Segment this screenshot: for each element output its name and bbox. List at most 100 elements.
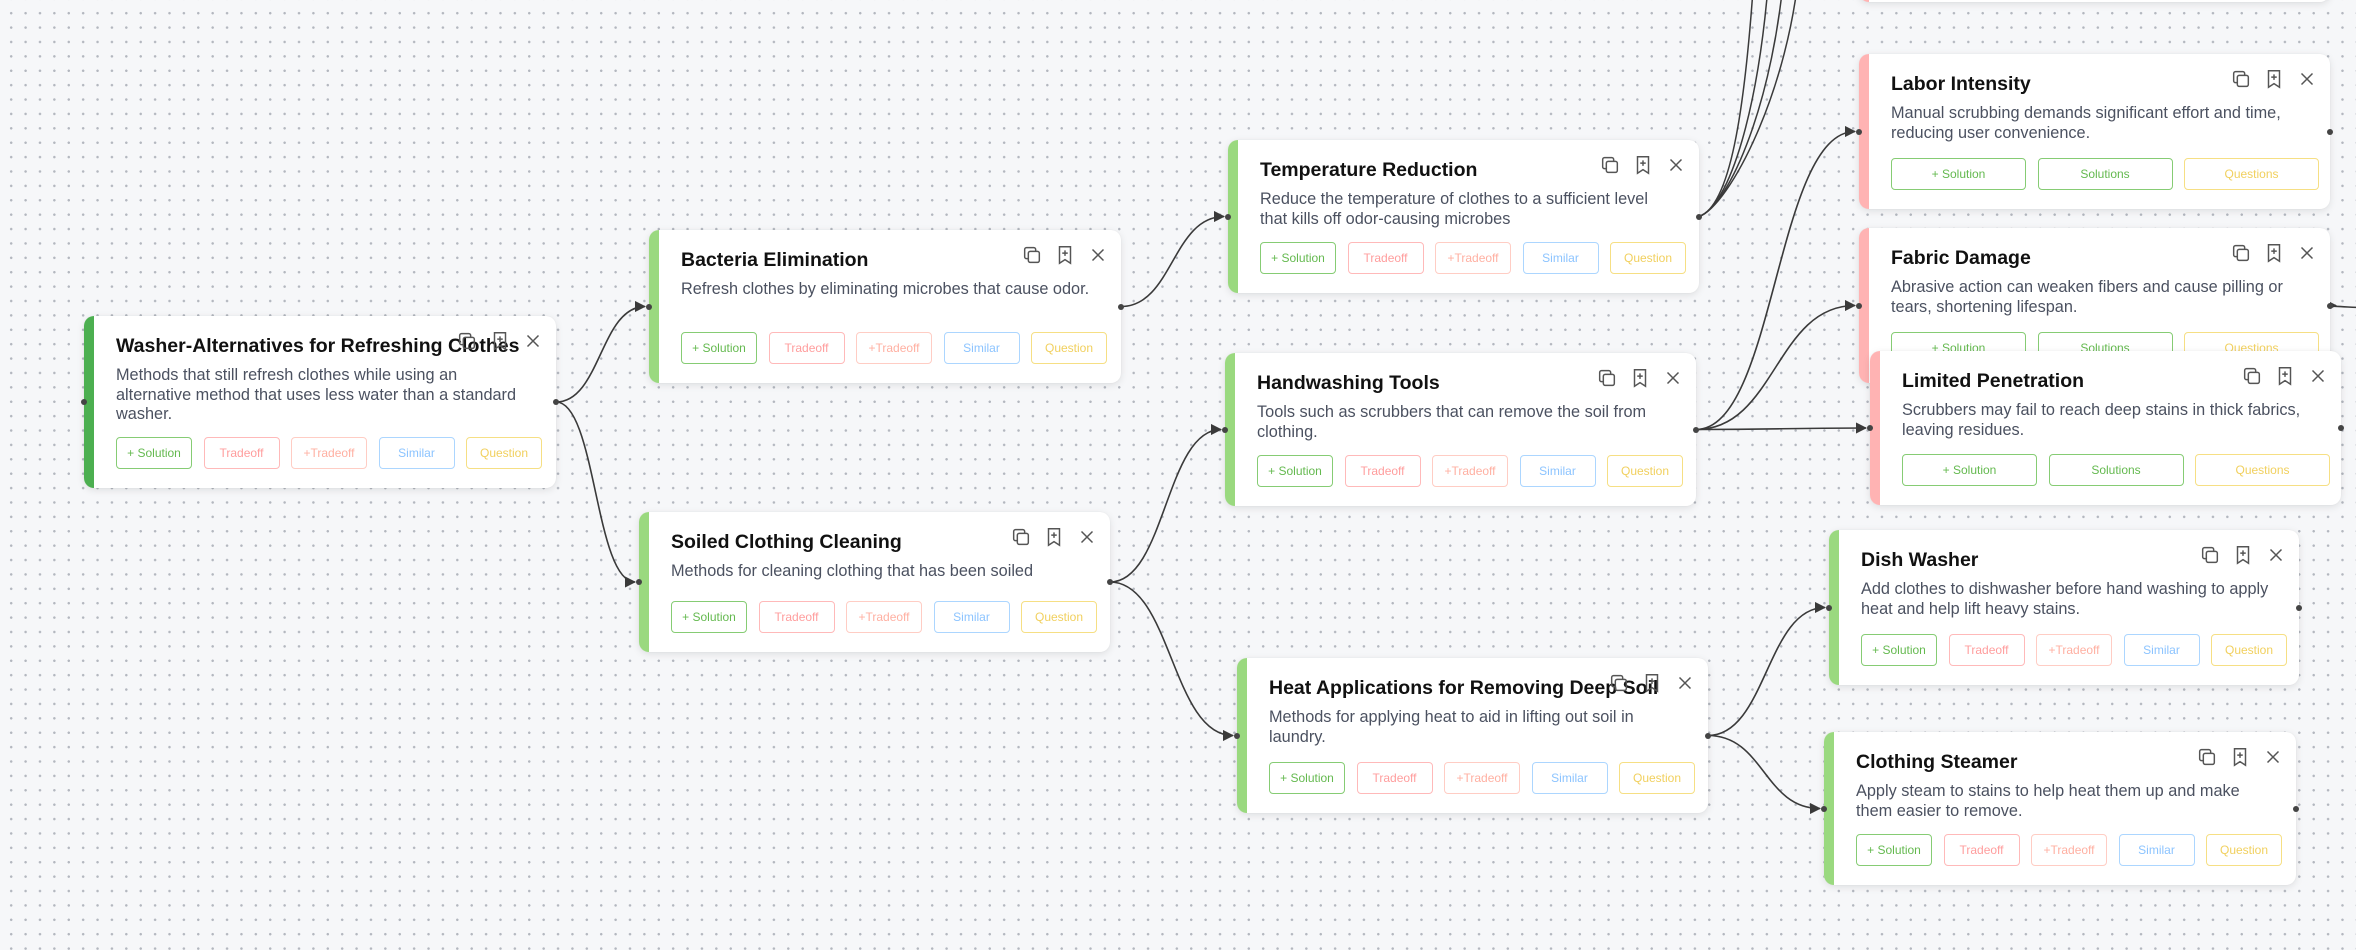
edge-handwashing-tools-to-limited-penetration[interactable]: [1695, 422, 1868, 434]
target-handle[interactable]: [1821, 805, 1827, 812]
copy-icon[interactable]: [1596, 367, 1618, 389]
solution-button[interactable]: + Solution: [1269, 762, 1345, 794]
target-handle[interactable]: [1856, 128, 1862, 135]
close-icon[interactable]: [522, 330, 544, 352]
bookmark-plus-icon[interactable]: [1641, 672, 1663, 694]
source-handle[interactable]: [1118, 303, 1124, 310]
question-button[interactable]: Question: [1031, 332, 1107, 364]
close-icon[interactable]: [2296, 242, 2318, 264]
plustradeoff-button[interactable]: +Tradeoff: [291, 437, 367, 469]
source-handle[interactable]: [1705, 732, 1711, 739]
tradeoff-button[interactable]: Tradeoff: [1344, 455, 1421, 487]
edge-heat-applications-to-clothing-steamer[interactable]: [1707, 734, 1822, 815]
edge-soiled-clothing-cleaning-to-heat-applications[interactable]: [1109, 581, 1235, 742]
plustradeoff-button[interactable]: +Tradeoff: [2031, 834, 2107, 866]
edge-heat-applications-to-dish-washer[interactable]: [1707, 601, 1827, 737]
close-icon[interactable]: [2296, 68, 2318, 90]
similar-button[interactable]: Similar: [1522, 242, 1599, 274]
solutions-button[interactable]: Solutions: [2048, 454, 2184, 486]
plustradeoff-button[interactable]: +Tradeoff: [2036, 634, 2112, 666]
copy-icon[interactable]: [1599, 154, 1621, 176]
tradeoff-button[interactable]: Tradeoff: [1943, 834, 2020, 866]
questions-button[interactable]: Questions: [2195, 454, 2330, 486]
questions-button[interactable]: Questions: [2184, 158, 2319, 190]
plustradeoff-button[interactable]: +Tradeoff: [846, 601, 922, 633]
source-handle[interactable]: [2296, 604, 2302, 611]
copy-icon[interactable]: [2241, 365, 2263, 387]
target-handle[interactable]: [1856, 302, 1862, 309]
bookmark-plus-icon[interactable]: [1629, 367, 1651, 389]
solution-button[interactable]: + Solution: [681, 332, 757, 364]
close-icon[interactable]: [2307, 365, 2329, 387]
source-handle[interactable]: [2338, 425, 2344, 431]
close-icon[interactable]: [2265, 544, 2287, 566]
source-handle[interactable]: [1107, 579, 1113, 585]
source-handle[interactable]: [2327, 302, 2333, 309]
tradeoff-button[interactable]: Tradeoff: [203, 437, 280, 469]
copy-icon[interactable]: [2199, 544, 2221, 566]
plustradeoff-button[interactable]: +Tradeoff: [856, 332, 932, 364]
bookmark-plus-icon[interactable]: [2232, 544, 2254, 566]
similar-button[interactable]: Similar: [2123, 634, 2200, 666]
edge-washer-alternatives-to-bacteria-elimination[interactable]: [555, 300, 647, 403]
target-handle[interactable]: [1234, 732, 1240, 739]
solution-button[interactable]: + Solution: [116, 437, 192, 469]
edge-handwashing-tools-to-fabric-damage[interactable]: [1695, 299, 1857, 431]
close-icon[interactable]: [1662, 367, 1684, 389]
edge-soiled-clothing-cleaning-to-handwashing-tools[interactable]: [1109, 423, 1223, 583]
target-handle[interactable]: [1826, 604, 1832, 611]
bookmark-plus-icon[interactable]: [2274, 365, 2296, 387]
edge-handwashing-tools-to-labor-intensity[interactable]: [1695, 125, 1857, 431]
similar-button[interactable]: Similar: [933, 601, 1010, 633]
question-button[interactable]: Question: [2206, 834, 2282, 866]
bookmark-plus-icon[interactable]: [1054, 244, 1076, 266]
question-button[interactable]: Question: [466, 437, 542, 469]
similar-button[interactable]: Similar: [1519, 455, 1596, 487]
solution-button[interactable]: + Solution: [671, 601, 747, 633]
copy-icon[interactable]: [1021, 244, 1043, 266]
source-handle[interactable]: [1696, 213, 1702, 220]
close-icon[interactable]: [1674, 672, 1696, 694]
edge-bacteria-elimination-to-temperature-reduction[interactable]: [1120, 210, 1226, 308]
bookmark-plus-icon[interactable]: [2263, 242, 2285, 264]
question-button[interactable]: Question: [1619, 762, 1695, 794]
similar-button[interactable]: Similar: [2118, 834, 2195, 866]
solutions-button[interactable]: Solutions: [2037, 158, 2173, 190]
plustradeoff-button[interactable]: +Tradeoff: [1444, 762, 1520, 794]
source-handle[interactable]: [2293, 805, 2299, 812]
similar-button[interactable]: Similar: [943, 332, 1020, 364]
solution-button[interactable]: + Solution: [1260, 242, 1336, 274]
copy-icon[interactable]: [1010, 526, 1032, 548]
question-button[interactable]: Question: [1610, 242, 1686, 274]
close-icon[interactable]: [1087, 244, 1109, 266]
node-card-top-partial[interactable]: [1859, 0, 2330, 2]
target-handle[interactable]: [646, 303, 652, 310]
bookmark-plus-icon[interactable]: [1043, 526, 1065, 548]
edge-washer-alternatives-to-soiled-clothing-cleaning[interactable]: [555, 401, 637, 588]
node-card-washer-alternatives[interactable]: Washer-Alternatives for Refreshing Cloth…: [81, 316, 559, 488]
target-handle[interactable]: [1225, 213, 1231, 220]
bookmark-plus-icon[interactable]: [2263, 68, 2285, 90]
tradeoff-button[interactable]: Tradeoff: [1948, 634, 2025, 666]
target-handle[interactable]: [81, 399, 87, 405]
close-icon[interactable]: [1076, 526, 1098, 548]
bookmark-plus-icon[interactable]: [1632, 154, 1654, 176]
node-card-heat-applications[interactable]: Heat Applications for Removing Deep Soil…: [1234, 658, 1711, 813]
source-handle[interactable]: [553, 399, 559, 405]
source-handle[interactable]: [1693, 426, 1699, 433]
copy-icon[interactable]: [456, 330, 478, 352]
solution-button[interactable]: + Solution: [1257, 455, 1333, 487]
bookmark-plus-icon[interactable]: [2229, 746, 2251, 768]
copy-icon[interactable]: [2230, 68, 2252, 90]
solution-button[interactable]: + Solution: [1861, 634, 1937, 666]
target-handle[interactable]: [1867, 425, 1873, 431]
bookmark-plus-icon[interactable]: [489, 330, 511, 352]
